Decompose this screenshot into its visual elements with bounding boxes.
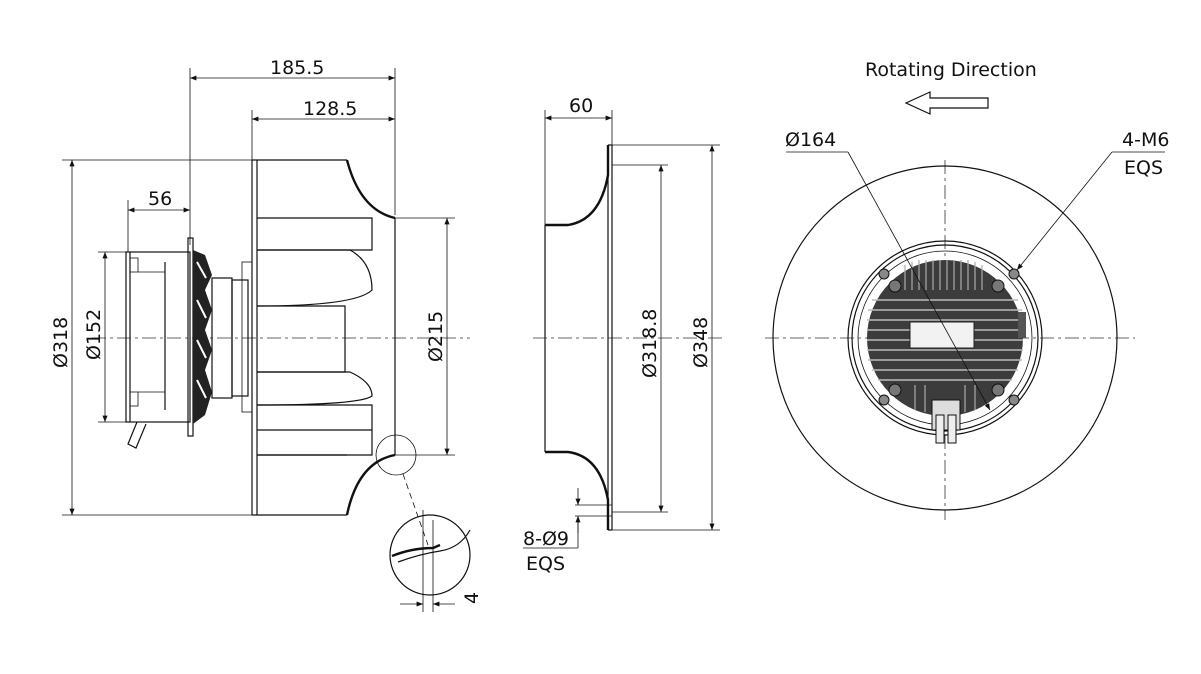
dim-motor-dia: Ø152 xyxy=(83,309,105,360)
detail-callout: 4 xyxy=(375,434,483,612)
dim-bolt-circle: Ø318.8 xyxy=(639,309,661,378)
dim-flange-dia: Ø348 xyxy=(690,317,712,368)
rotation-label: Rotating Direction xyxy=(865,59,1037,81)
impeller-body xyxy=(251,159,396,516)
side-view: 185.5 128.5 56 Ø318 Ø152 Ø215 xyxy=(50,57,483,612)
dim-impeller-length: 128.5 xyxy=(303,98,357,120)
thread-spec-eqs: EQS xyxy=(1124,157,1163,179)
front-view: Rotating Direction xyxy=(765,59,1169,520)
side-dimensions: 185.5 128.5 56 Ø318 Ø152 Ø215 xyxy=(50,57,455,516)
hole-spec-eqs: EQS xyxy=(526,553,565,575)
hole-spec: 8-Ø9 xyxy=(523,528,569,550)
motor xyxy=(125,237,253,449)
dim-impeller-dia: Ø318 xyxy=(50,317,72,368)
motor-face xyxy=(867,260,1026,444)
detail-dim: 4 xyxy=(461,592,483,604)
inlet-ring-view: 60 Ø318.8 Ø348 8-Ø9 EQS xyxy=(523,95,725,575)
dim-ring-depth: 60 xyxy=(569,95,593,117)
thread-spec: 4-M6 xyxy=(1122,129,1169,151)
dim-motor-depth: 56 xyxy=(148,188,172,210)
dim-inlet-dia: Ø215 xyxy=(425,311,447,362)
rotation-arrow-icon xyxy=(904,91,989,115)
impeller-outline xyxy=(772,165,1118,511)
dim-mount-circle: Ø164 xyxy=(785,129,836,151)
dim-overall-length: 185.5 xyxy=(270,57,324,79)
